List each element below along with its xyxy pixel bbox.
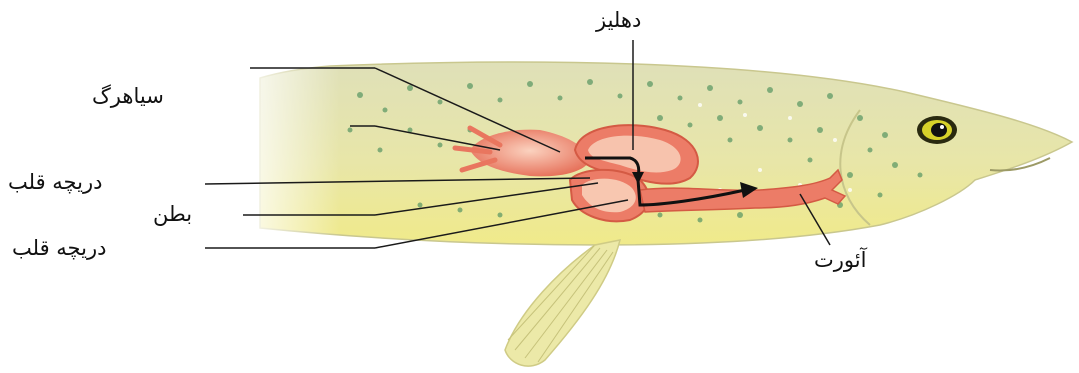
label-vein: سیاهرگ xyxy=(92,86,164,107)
pectoral-fin xyxy=(505,240,620,366)
label-valve-bottom: دریچه قلب xyxy=(12,238,106,259)
fish-eye xyxy=(917,116,957,144)
label-aorta: آئورت xyxy=(814,250,866,271)
cut-edge-fade xyxy=(230,60,340,250)
label-ventricle: بطن xyxy=(153,204,192,225)
label-valve-top: دریچه قلب xyxy=(8,172,102,193)
label-atrium: دهلیز xyxy=(596,10,641,31)
